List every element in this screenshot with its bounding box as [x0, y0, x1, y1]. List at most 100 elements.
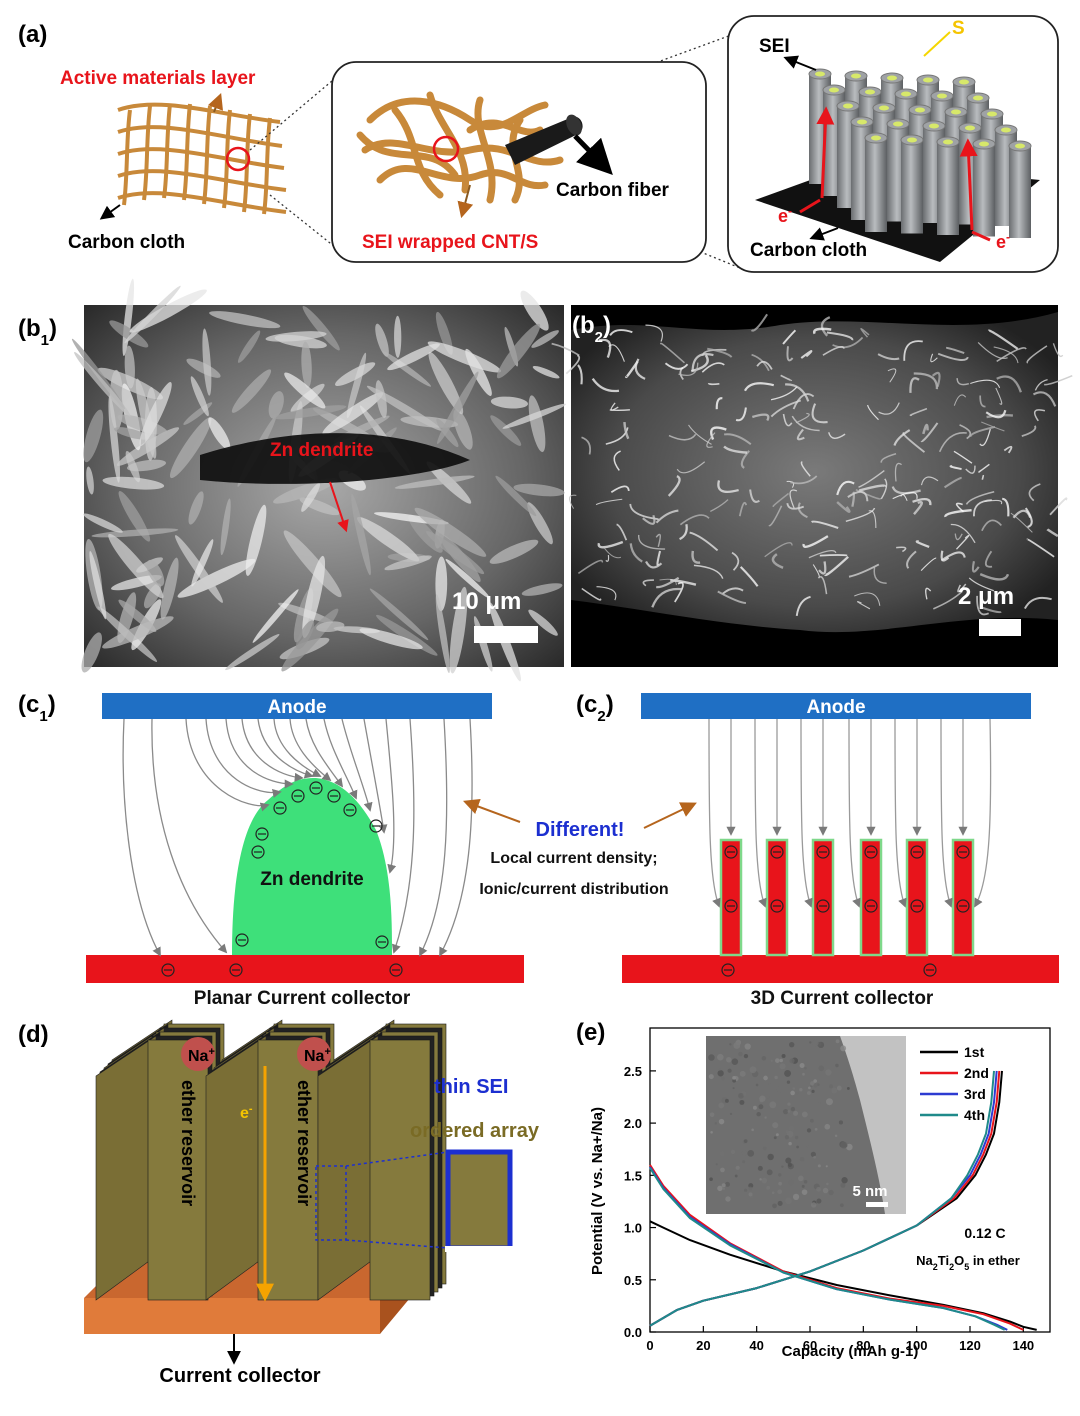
- pillar-c2-4: [905, 838, 929, 957]
- carbon-cloth-label-2: Carbon cloth: [750, 240, 867, 261]
- plot-frame: [649, 1027, 1051, 1333]
- carbon-cloth-mesh: [117, 102, 287, 215]
- sulfur-pillar-22: [937, 142, 959, 235]
- field-line-c1-4: [225, 718, 294, 789]
- current-collector-label: Current collector: [159, 1365, 320, 1387]
- charge-c1-3: [273, 801, 287, 815]
- charge-c1-5: [255, 827, 269, 841]
- planar-collector: [86, 955, 524, 983]
- y-tick-label-5: 2.5: [624, 1064, 642, 1079]
- pillar-c2-2: [811, 838, 835, 957]
- na-label-2: Na+: [304, 1046, 331, 1065]
- panel-e-label: (e): [576, 1019, 605, 1046]
- sem-fiber-shadow: [200, 433, 470, 484]
- scale-label-b2: 2 μm: [958, 583, 1014, 610]
- sei-label: SEI: [759, 36, 790, 57]
- field-line-c1-8: [289, 718, 332, 782]
- x-axis-label: Capacity (mAh g-1): [782, 1343, 919, 1360]
- thin-sei-zoom: [445, 1149, 513, 1251]
- panel-d-label: (d): [18, 1021, 49, 1048]
- field-line-c1-13: [385, 718, 397, 874]
- field-line-c1-1: [151, 718, 228, 954]
- sheet-4: [147, 1039, 209, 1301]
- comparison-note: Different! Local current density; Ionic/…: [462, 798, 697, 898]
- anode-label-c2: Anode: [806, 697, 865, 718]
- sulfur-label: S: [952, 18, 965, 39]
- sei-cnt-label: SEI wrapped CNT/S: [362, 232, 538, 253]
- field-line-c2-3: [754, 718, 767, 908]
- field-line-c2-1: [708, 718, 721, 908]
- field-line-c1-0: [122, 718, 161, 957]
- y-axis-label: Potential (V vs. Na+/Na): [589, 1107, 606, 1275]
- anode-bar-c2: [641, 693, 1031, 719]
- x-tick-label-2: 40: [749, 1338, 763, 1353]
- x-tick-label-4: 80: [856, 1338, 870, 1353]
- panel-b1: (b1) Zn dendrite 10 μm: [18, 278, 566, 682]
- field-line-c2-11: [940, 718, 953, 908]
- series-1st-discharge: [649, 1220, 1037, 1331]
- y-tick-label-2: 1.0: [624, 1221, 642, 1236]
- x-tick-label-3: 60: [803, 1338, 817, 1353]
- x-tick-label-5: 100: [906, 1338, 928, 1353]
- field-line-c1-15: [419, 718, 448, 957]
- sulfur-pillar-23: [973, 144, 995, 237]
- pillar-c2-5: [951, 838, 975, 957]
- field-line-c2-5: [800, 718, 813, 908]
- planar-collector-label: Planar Current collector: [194, 988, 411, 1009]
- field-line-c1-16: [439, 718, 473, 957]
- tem-scale-label: 5 nm: [852, 1183, 887, 1200]
- carbon-cloth-label: Carbon cloth: [68, 232, 185, 253]
- field-line-c1-3: [205, 718, 282, 798]
- series-2nd-discharge: [649, 1164, 1024, 1331]
- x-tick-label-7: 140: [1012, 1338, 1034, 1353]
- charge-c1-10: [161, 963, 175, 977]
- zoom-circle-cloth: [225, 146, 251, 172]
- panel-c2-label: (c2): [576, 691, 614, 725]
- field-line-c1-11: [341, 718, 373, 812]
- 3d-collector-pillars: [719, 838, 975, 977]
- pillar-c2-3: [859, 838, 883, 957]
- y-tick-label-4: 2.0: [624, 1116, 642, 1131]
- c1-field-lines: [122, 718, 473, 957]
- electron-label-d: e-: [240, 1103, 253, 1122]
- panel-d: (d) e- Na+ Na+ ether reservoir ether res…: [18, 1019, 540, 1387]
- charge-c1-8: [235, 933, 249, 947]
- 3d-collector-base: [622, 955, 1059, 983]
- field-line-c1-14: [391, 718, 415, 954]
- y-tick-label-1: 0.5: [624, 1273, 642, 1288]
- c1-charges: [161, 781, 403, 977]
- rate-annotation: 0.12 C: [964, 1225, 1005, 1241]
- tem-scale-bar: [866, 1202, 888, 1207]
- current-collector-slab: [84, 1298, 380, 1334]
- anode-bar-c1: [102, 693, 492, 719]
- panel-a-label: (a): [18, 21, 47, 48]
- na-label-1: Na+: [188, 1046, 215, 1065]
- field-line-c2-9: [894, 718, 907, 908]
- series-4th-discharge: [649, 1167, 1006, 1331]
- panel-b2-label: (b2): [572, 312, 611, 346]
- charge-c1-7: [251, 845, 265, 859]
- field-line-c2-12: [974, 718, 992, 908]
- field-line-c1-2: [185, 718, 270, 812]
- field-line-c1-5: [241, 718, 304, 782]
- electron-label-2: e-: [996, 230, 1010, 252]
- y-tick-label-3: 1.5: [624, 1168, 642, 1183]
- na-ion-1: [181, 1037, 215, 1071]
- material-annotation: Na2Ti2O5 in ether: [916, 1253, 1020, 1272]
- x-tick-label-1: 20: [696, 1338, 710, 1353]
- ether-reservoir-label-2: ether reservoir: [294, 1080, 314, 1206]
- charge-c1-9: [375, 935, 389, 949]
- charge-c1-1: [309, 781, 323, 795]
- zoom-circle-cnt: [432, 135, 460, 163]
- c2-field-lines: [708, 718, 992, 908]
- panel-b2: (b2) 2 μm: [551, 305, 1073, 667]
- thin-sei-label: thin SEI: [434, 1076, 508, 1098]
- carbon-fiber-shape: [505, 116, 583, 165]
- pillar-c2-1: [765, 838, 789, 957]
- field-line-c2-7: [848, 718, 861, 908]
- charge-c1-6: [369, 819, 383, 833]
- sem-network-texture: [551, 313, 1073, 617]
- ionic-distribution-label: Ionic/current distribution: [479, 881, 668, 898]
